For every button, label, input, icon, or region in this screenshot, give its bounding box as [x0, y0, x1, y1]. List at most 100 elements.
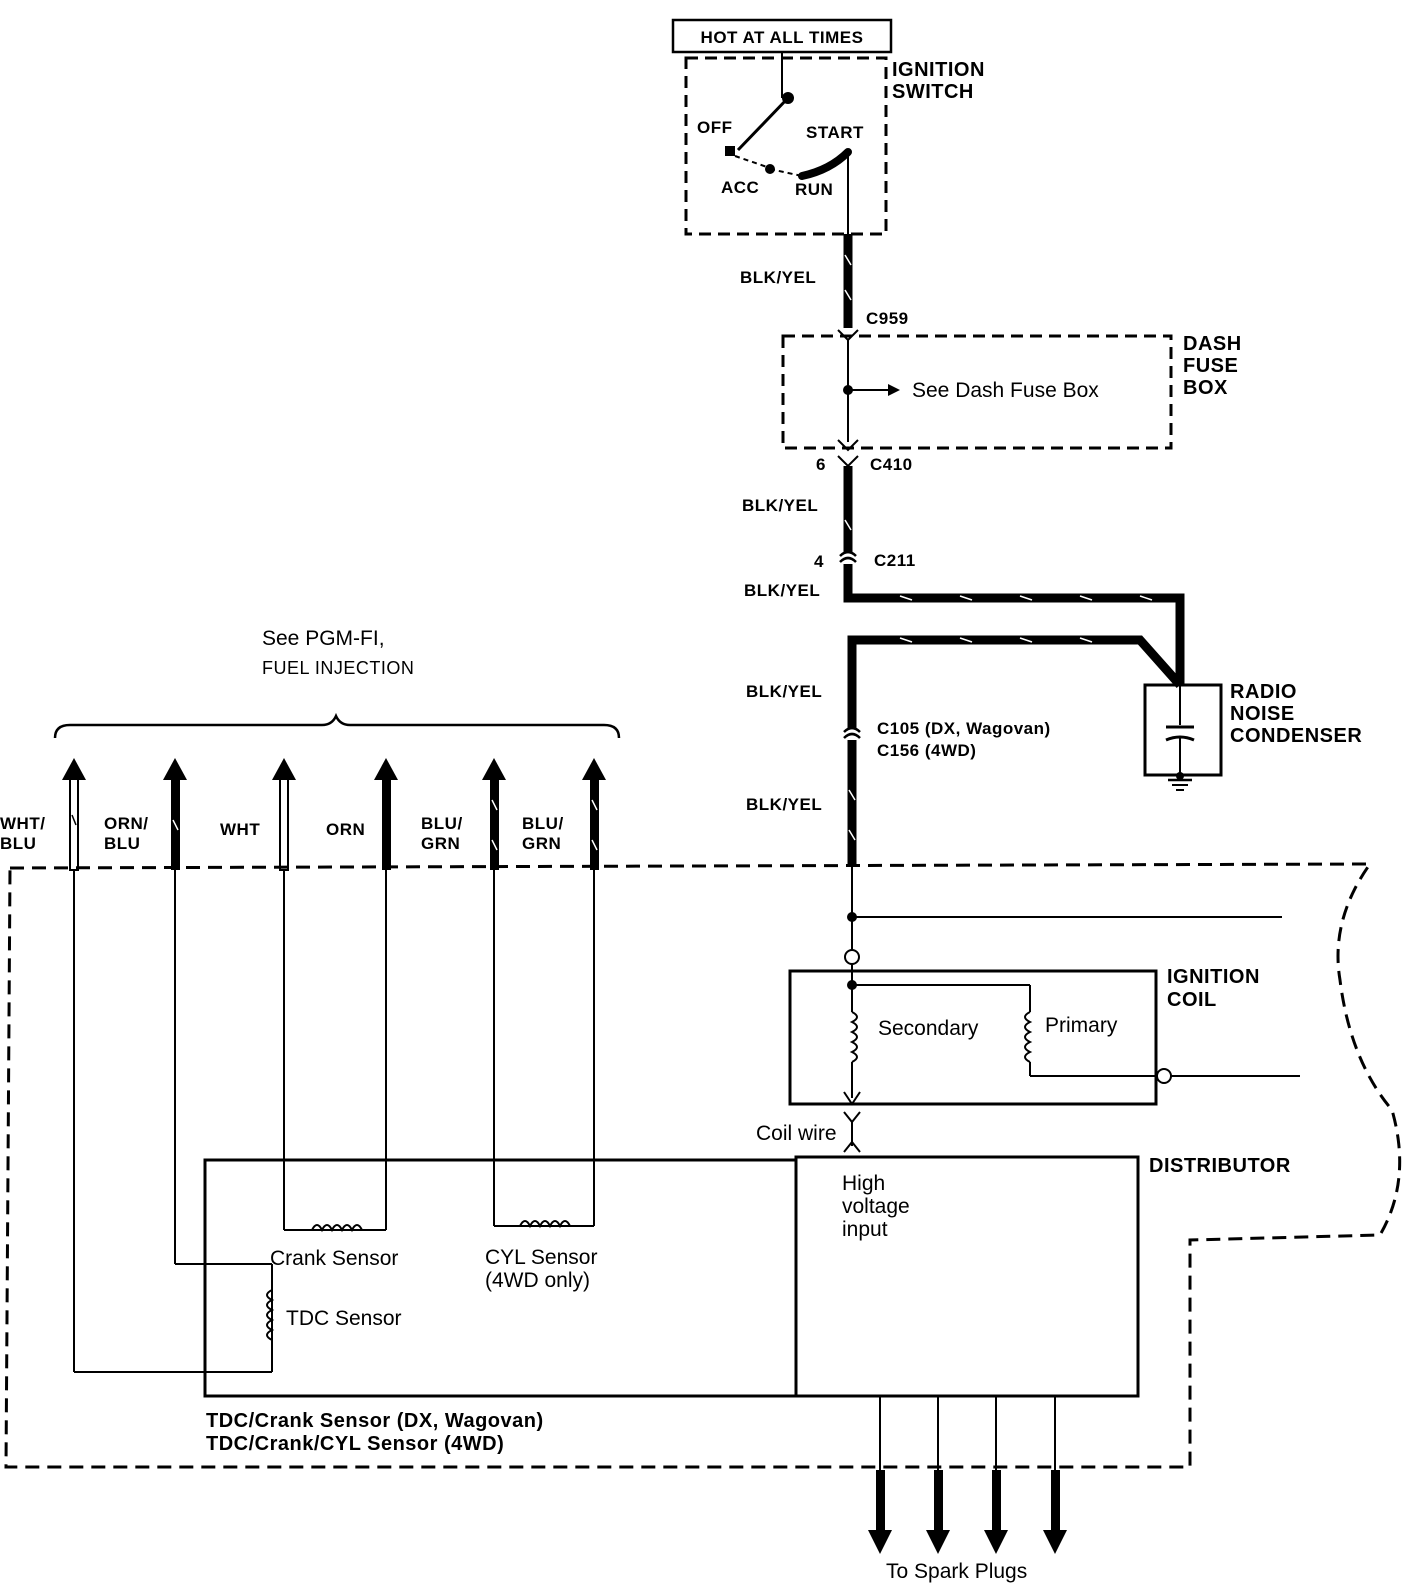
fuse-box-output-arrow	[837, 439, 859, 452]
distributor-assembly-enclosure	[4, 862, 1402, 1469]
arrow-up-icon	[374, 758, 398, 780]
c410-connector-group: 6 C410 BLK/YEL	[742, 455, 913, 552]
switch-start-label: START	[806, 123, 864, 142]
wire-orn	[382, 778, 391, 870]
dash-fuse-box-title-1: DASH	[1183, 333, 1242, 355]
ignition-coil-title-1: IGNITION	[1167, 966, 1260, 988]
sensor-wire-label-3a: WHT	[220, 820, 260, 839]
pgm-fi-brace	[53, 712, 621, 739]
see-dash-fuse-box-label: See Dash Fuse Box	[912, 379, 1099, 402]
sensor-wire-label-2a: ORN/	[104, 814, 149, 833]
secondary-coil-icon	[849, 1011, 858, 1063]
coil-wire-label: Coil wire	[756, 1122, 837, 1145]
cyl-sensor-coil-icon	[519, 1220, 571, 1229]
sensor-internal-wires	[73, 870, 595, 1373]
crank-sensor-coil-icon	[311, 1224, 363, 1233]
distributor: DISTRIBUTOR High voltage input Crank Sen…	[203, 1155, 1291, 1455]
sensor-wire-label-2b: BLU	[104, 834, 140, 853]
assembly-label-2: TDC/Crank/CYL Sensor (4WD)	[206, 1433, 504, 1455]
switch-off-label: OFF	[697, 118, 733, 137]
ignition-switch: HOT AT ALL TIMES IGNITION SWITCH OFF ACC…	[671, 18, 985, 236]
wire-label-blk-yel-4: BLK/YEL	[746, 682, 822, 701]
run-link	[769, 168, 803, 177]
main-feed-wire: BLK/YEL C959	[740, 234, 909, 342]
coil-wire-connector-bottom	[843, 1140, 861, 1153]
distributor-title: DISTRIBUTOR	[1149, 1155, 1291, 1177]
sensor-wire-label-1b: BLU	[0, 834, 36, 853]
primary-coil-icon	[1024, 1011, 1033, 1063]
condenser-title-2: NOISE	[1230, 703, 1295, 725]
c959-label: C959	[866, 309, 909, 328]
arrow-down-icon	[1043, 1530, 1067, 1554]
sensor-wire-label-6b: GRN	[522, 834, 561, 853]
dash-fuse-box: See Dash Fuse Box DASH FUSE BOX	[781, 333, 1242, 452]
c410-connector	[837, 455, 859, 468]
ignition-coil-box	[788, 969, 1158, 1106]
condenser-title-1: RADIO	[1230, 681, 1297, 703]
sensor-wire-label-5a: BLU/	[421, 814, 463, 833]
sensor-wire-label-5b: GRN	[421, 834, 460, 853]
switch-arm	[736, 96, 790, 152]
ignition-switch-title-2: SWITCH	[892, 81, 974, 103]
pgm-fi-group: See PGM-FI, FUEL INJECTION	[53, 627, 621, 739]
pgm-fi-label-1: See PGM-FI,	[262, 627, 385, 650]
ignition-switch-box	[684, 56, 888, 236]
switch-run-label: RUN	[795, 180, 833, 199]
c410-pin-label: 6	[816, 455, 826, 474]
switch-acc-label: ACC	[721, 178, 759, 197]
wire-wht	[279, 777, 289, 871]
wire-label-blk-yel-2: BLK/YEL	[742, 496, 818, 515]
tdc-sensor-label: TDC Sensor	[286, 1307, 402, 1330]
ignition-switch-title-1: IGNITION	[892, 59, 985, 81]
wire-label-blk-yel-5: BLK/YEL	[746, 795, 822, 814]
arrow-down-icon	[984, 1530, 1008, 1554]
off-terminal	[725, 146, 735, 156]
tdc-sensor-coil-icon	[266, 1289, 275, 1341]
arrow-up-icon	[272, 758, 296, 780]
c211-connector-group: 4 C211 BLK/YEL BLK/YEL	[744, 550, 1185, 728]
arrow-down-icon	[868, 1530, 892, 1554]
sensor-wire-label-6a: BLU/	[522, 814, 564, 833]
c156-label: C156 (4WD)	[877, 741, 976, 760]
acc-link	[734, 155, 771, 169]
condenser-box	[1143, 683, 1223, 777]
arrow-up-icon	[163, 758, 187, 780]
cyl-sensor-label-1: CYL Sensor	[485, 1246, 597, 1269]
hv-input-3: input	[842, 1218, 888, 1241]
arrow-up-icon	[62, 758, 86, 780]
radio-noise-condenser: RADIO NOISE CONDENSER	[1143, 681, 1362, 791]
c211-connector-top	[839, 550, 857, 557]
wire-blu-grn-1	[490, 778, 499, 870]
primary-label: Primary	[1045, 1014, 1118, 1037]
pgm-fi-label-2: FUEL INJECTION	[262, 658, 414, 678]
ignition-coil-title-2: COIL	[1167, 989, 1217, 1011]
arrow-up-icon	[582, 758, 606, 780]
assembly-label-1: TDC/Crank Sensor (DX, Wagovan)	[206, 1410, 544, 1432]
c105-label: C105 (DX, Wagovan)	[877, 719, 1051, 738]
start-run-contact	[798, 148, 852, 180]
wire-blu-grn-2	[590, 778, 599, 870]
spark-plug-leads: To Spark Plugs	[868, 1396, 1067, 1583]
see-fuse-box-arrow-icon	[888, 384, 900, 396]
hv-input-2: voltage	[842, 1195, 910, 1218]
wire-wht-blu	[69, 777, 79, 871]
distributor-cap-box	[794, 1155, 1140, 1398]
c211-connector-bottom	[839, 556, 857, 563]
coil-negative-terminal	[1156, 1068, 1172, 1084]
c105-connector-group: C105 (DX, Wagovan) C156 (4WD) BLK/YEL	[746, 719, 1051, 866]
hot-at-all-times-label: HOT AT ALL TIMES	[701, 28, 864, 47]
to-spark-plugs-label: To Spark Plugs	[886, 1560, 1027, 1583]
crank-sensor-label: Crank Sensor	[270, 1247, 398, 1270]
wire-label-blk-yel-3: BLK/YEL	[744, 581, 820, 600]
sensor-wire-labels: WHT/ BLU ORN/ BLU WHT ORN BLU/ GRN BLU/ …	[0, 814, 564, 853]
dash-fuse-box-title-2: FUSE	[1183, 355, 1238, 377]
wire-to-condenser	[843, 564, 1185, 685]
c105-connector-top	[843, 726, 861, 733]
hv-input-1: High	[842, 1172, 885, 1195]
dash-fuse-box-outline	[781, 334, 1173, 450]
c410-label: C410	[870, 455, 913, 474]
dash-fuse-box-title-3: BOX	[1183, 377, 1228, 399]
sensor-wire-label-4a: ORN	[326, 820, 365, 839]
